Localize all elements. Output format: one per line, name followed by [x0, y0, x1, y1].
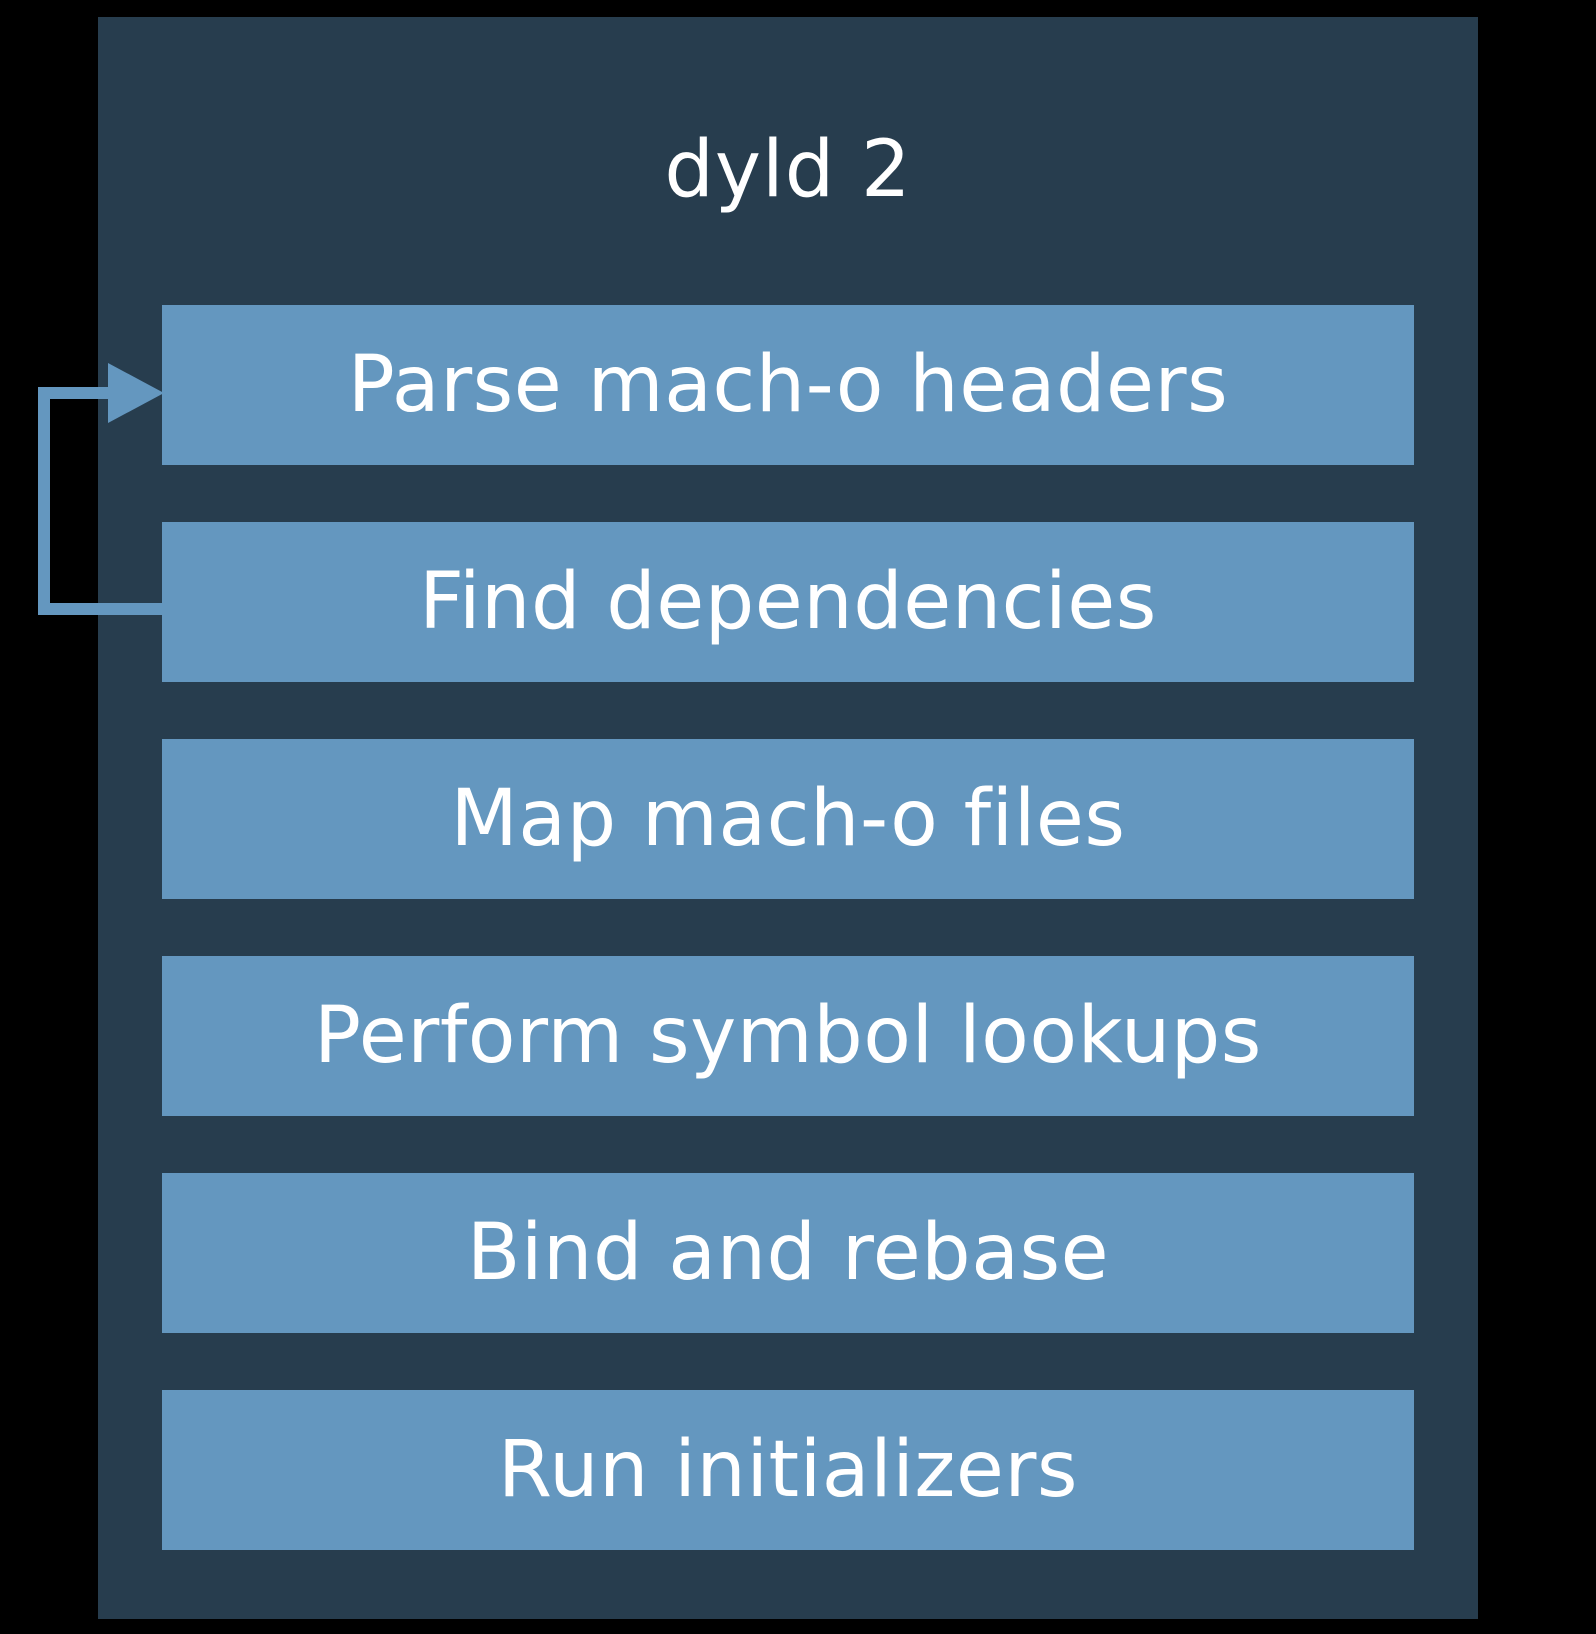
step-bind-and-rebase: Bind and rebase [162, 1173, 1414, 1333]
step-parse-macho-headers: Parse mach-o headers [162, 305, 1414, 465]
step-run-initializers: Run initializers [162, 1390, 1414, 1550]
step-map-macho-files: Map mach-o files [162, 739, 1414, 899]
diagram-title: dyld 2 [664, 125, 912, 215]
step-perform-symbol-lookups: Perform symbol lookups [162, 956, 1414, 1116]
step-find-dependencies: Find dependencies [162, 522, 1414, 682]
